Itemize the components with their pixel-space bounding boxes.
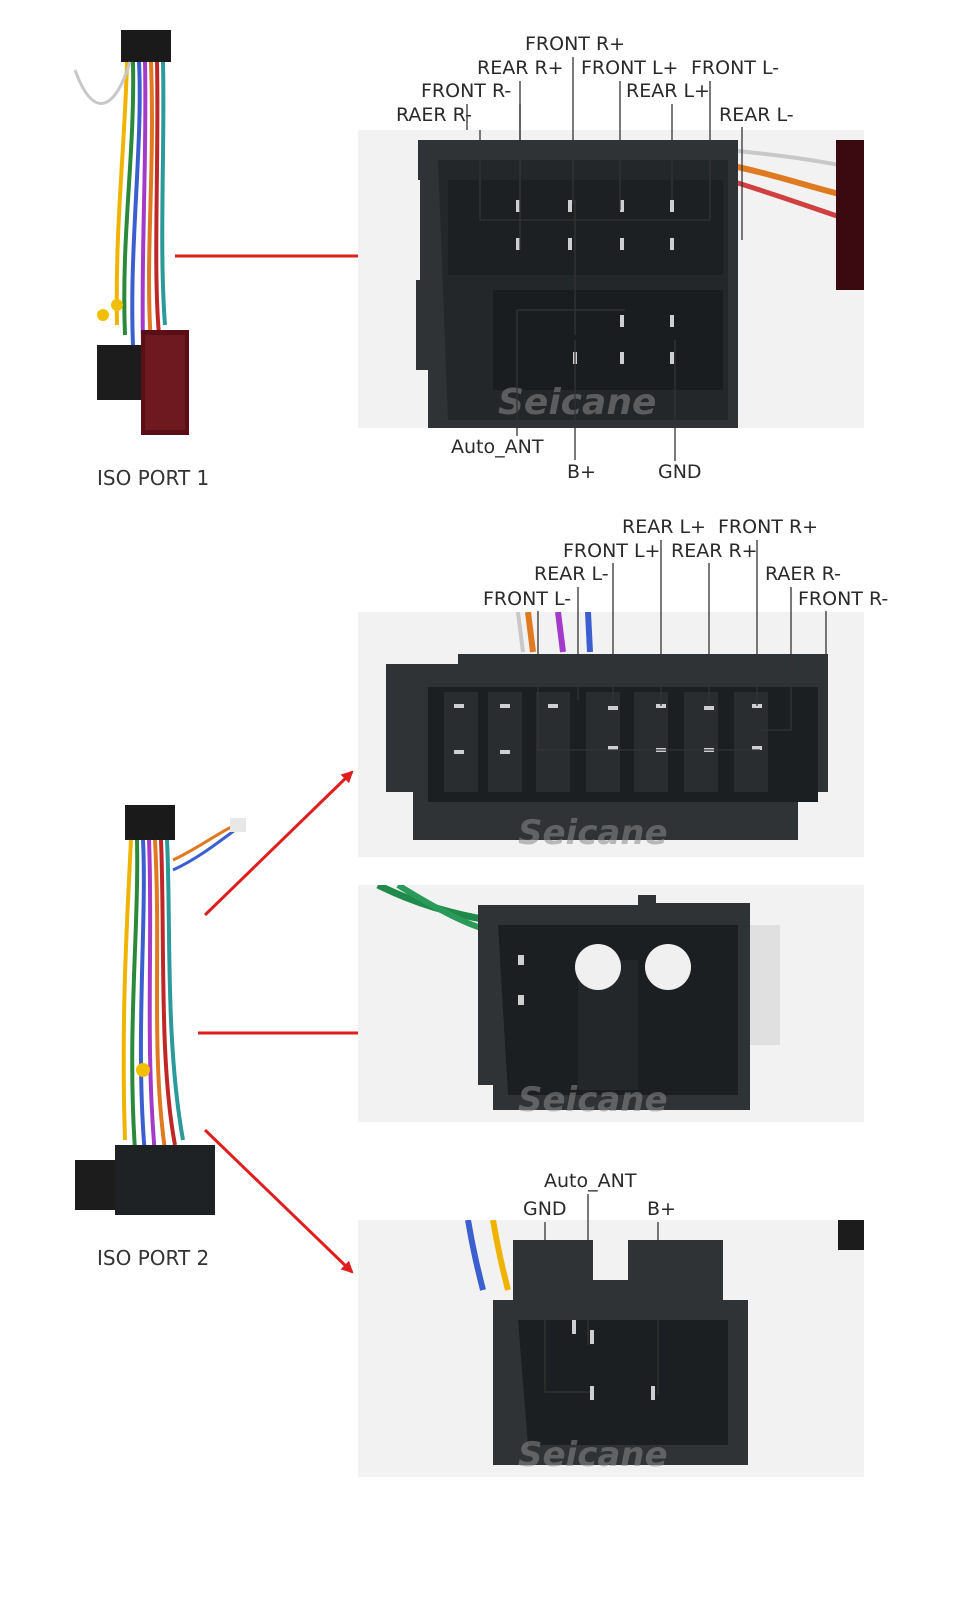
p1-label-rear-l-plus: REAR L+ (626, 80, 710, 102)
p2-label-rear-l-minus: REAR L- (534, 563, 609, 585)
p1-label-rear-l-minus: REAR L- (719, 104, 794, 126)
harness-photo-1 (55, 25, 215, 445)
p1-label-raer-r-minus: RAER R- (396, 104, 472, 126)
p1-label-front-r-minus: FRONT R- (421, 80, 512, 102)
port1-connector-photo: Seicane (358, 130, 864, 428)
p1-label-rear-r-plus: REAR R+ (477, 57, 564, 79)
watermark-port2-speaker: Seicane (518, 813, 668, 853)
p1-label-auto-ant: Auto_ANT (451, 436, 544, 458)
watermark-port2-power: Seicane (518, 1435, 668, 1475)
p2-label-b-plus: B+ (647, 1198, 676, 1220)
p2-label-raer-r-minus: RAER R- (765, 563, 841, 585)
p1-label-front-l-plus: FRONT L+ (581, 57, 679, 79)
p2-label-front-l-minus: FRONT L- (483, 588, 572, 610)
port2-speaker-connector-photo: Seicane (358, 612, 864, 857)
iso-port-2-caption: ISO PORT 2 (97, 1246, 210, 1270)
p1-label-b-plus: B+ (567, 461, 596, 483)
p2-label-auto-ant: Auto_ANT (544, 1170, 637, 1192)
p2-label-front-l-plus: FRONT L+ (563, 540, 661, 562)
watermark-port2-middle: Seicane (518, 1080, 668, 1120)
p2-label-rear-r-plus: REAR R+ (671, 540, 758, 562)
p2-label-rear-l-plus: REAR L+ (622, 516, 706, 538)
p1-label-front-r-plus: FRONT R+ (525, 33, 626, 55)
p1-label-gnd: GND (658, 461, 702, 483)
p1-label-front-l-minus: FRONT L- (691, 57, 780, 79)
port2-power-connector-photo: Seicane (358, 1220, 864, 1477)
port2-middle-connector-photo: Seicane (358, 885, 864, 1122)
p2-label-front-r-plus: FRONT R+ (718, 516, 819, 538)
harness-photo-2 (65, 800, 265, 1230)
iso-port-1-caption: ISO PORT 1 (97, 466, 210, 490)
watermark-port1: Seicane (498, 382, 656, 423)
p2-label-gnd: GND (523, 1198, 567, 1220)
p2-label-front-r-minus: FRONT R- (798, 588, 889, 610)
